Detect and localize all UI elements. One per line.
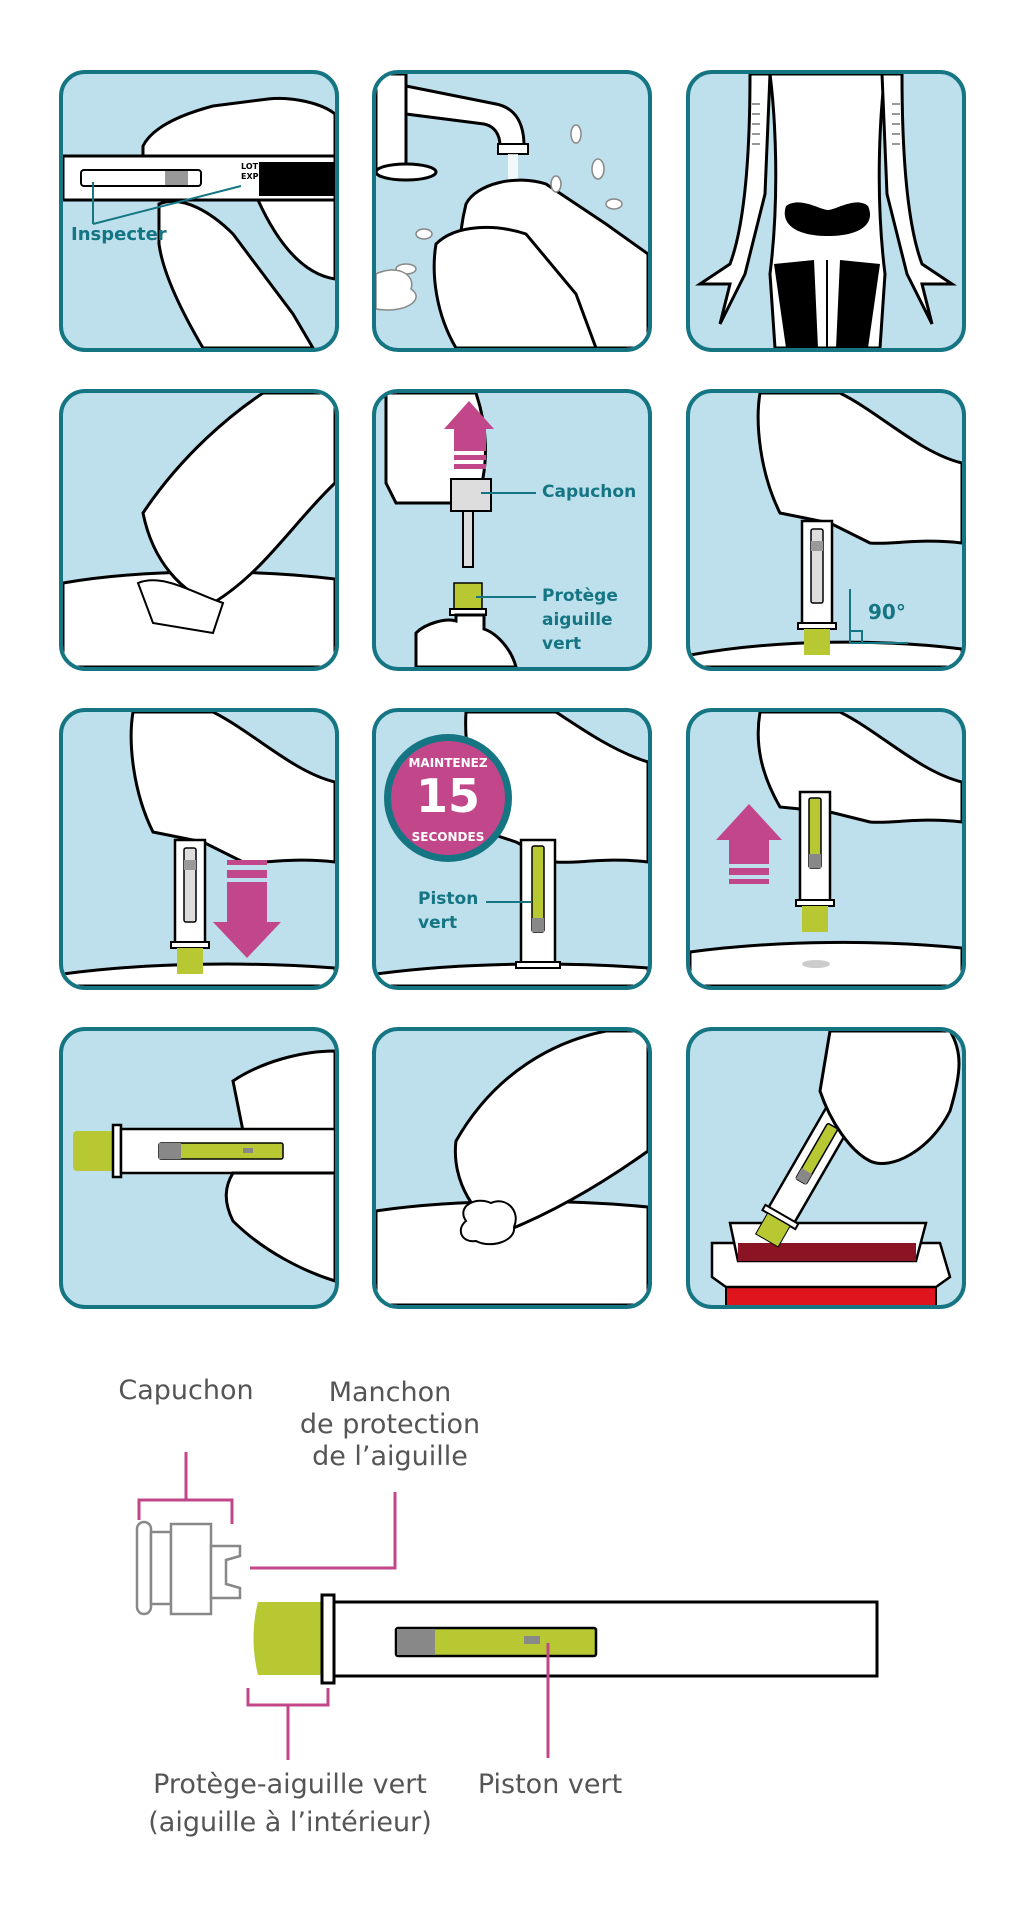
step-10-check-plunger-panel (59, 1027, 339, 1309)
collar-part (320, 1593, 336, 1685)
lift-pen-illustration (690, 712, 962, 986)
diagram-sleeve-label-line3: de l’aiguille (312, 1441, 468, 1472)
step-8-hold-15s-panel: MAINTENEZ 15 SECONDES Piston vert (372, 708, 652, 990)
cap-bracket (137, 1452, 234, 1524)
step-11-cotton-ball-panel (372, 1027, 652, 1309)
wash-hands-illustration (376, 74, 648, 348)
plunger-label-line1: Piston (418, 889, 479, 909)
cap-part (135, 1520, 242, 1616)
needle-guard-part (253, 1602, 330, 1675)
guard-label-line2: aiguille (542, 610, 613, 630)
badge-number: 15 (415, 769, 480, 823)
sleeve-pointer (250, 1492, 397, 1570)
guard-label-line1: Protège (542, 586, 618, 606)
plunger-label-line2: vert (418, 913, 458, 933)
angle-label: 90° (868, 600, 906, 624)
hold-timer-badge (384, 734, 512, 862)
exp-label: EXP (241, 172, 259, 181)
inspect-pen-illustration (63, 96, 335, 348)
plunger-window (394, 1626, 598, 1658)
lot-label: LOT (241, 162, 259, 171)
step-3-injection-sites-panel (686, 70, 966, 352)
inspect-label: Inspecter (71, 224, 167, 245)
cap-label: Capuchon (542, 482, 637, 502)
autoinjector-parts-diagram: Capuchon Manchon de protection de l’aigu… (0, 1340, 1017, 1900)
hold-15s-illustration (376, 712, 648, 986)
step-7-press-down-panel (59, 708, 339, 990)
press-down-illustration (63, 712, 335, 986)
step-12-sharps-disposal-panel (686, 1027, 966, 1309)
step-6-position-90-panel: 90° (686, 389, 966, 671)
position-90-illustration (690, 393, 962, 667)
injection-sites-illustration (695, 74, 957, 348)
cotton-ball-illustration (376, 1031, 648, 1305)
autoinjector-parts-illustration (135, 1452, 879, 1760)
diagram-plunger-label: Piston vert (477, 1769, 623, 1800)
step-9-lift-pen-panel (686, 708, 966, 990)
up-arrow-icon (716, 804, 782, 884)
diagram-guard-label-line1: Protège-aiguille vert (153, 1769, 427, 1800)
down-arrow-icon (213, 860, 281, 958)
diagram-sleeve-label-line1: Manchon (328, 1377, 452, 1408)
step-1-inspect-pen-panel: Inspecter LOT EXP (59, 70, 339, 352)
diagram-sleeve-label-line2: de protection (299, 1409, 481, 1440)
guard-bracket (246, 1688, 330, 1760)
guard-label-line3: vert (542, 634, 582, 654)
remove-cap-illustration (384, 393, 536, 667)
diagram-guard-label-line2: (aiguille à l’intérieur) (148, 1807, 432, 1838)
check-plunger-illustration (73, 1049, 335, 1283)
step-2-wash-hands-panel (372, 70, 652, 352)
badge-bottom-text: SECONDES (411, 830, 485, 844)
up-arrow-icon (444, 401, 494, 469)
diagram-cap-label: Capuchon (118, 1375, 254, 1406)
sharps-disposal-illustration (710, 1031, 961, 1305)
right-angle-icon (849, 589, 908, 644)
step-5-remove-cap-panel: Capuchon Protège aiguille vert (372, 389, 652, 671)
clean-skin-illustration (63, 393, 335, 667)
badge-top-text: MAINTENEZ (408, 756, 488, 770)
step-4-clean-skin-panel (59, 389, 339, 671)
